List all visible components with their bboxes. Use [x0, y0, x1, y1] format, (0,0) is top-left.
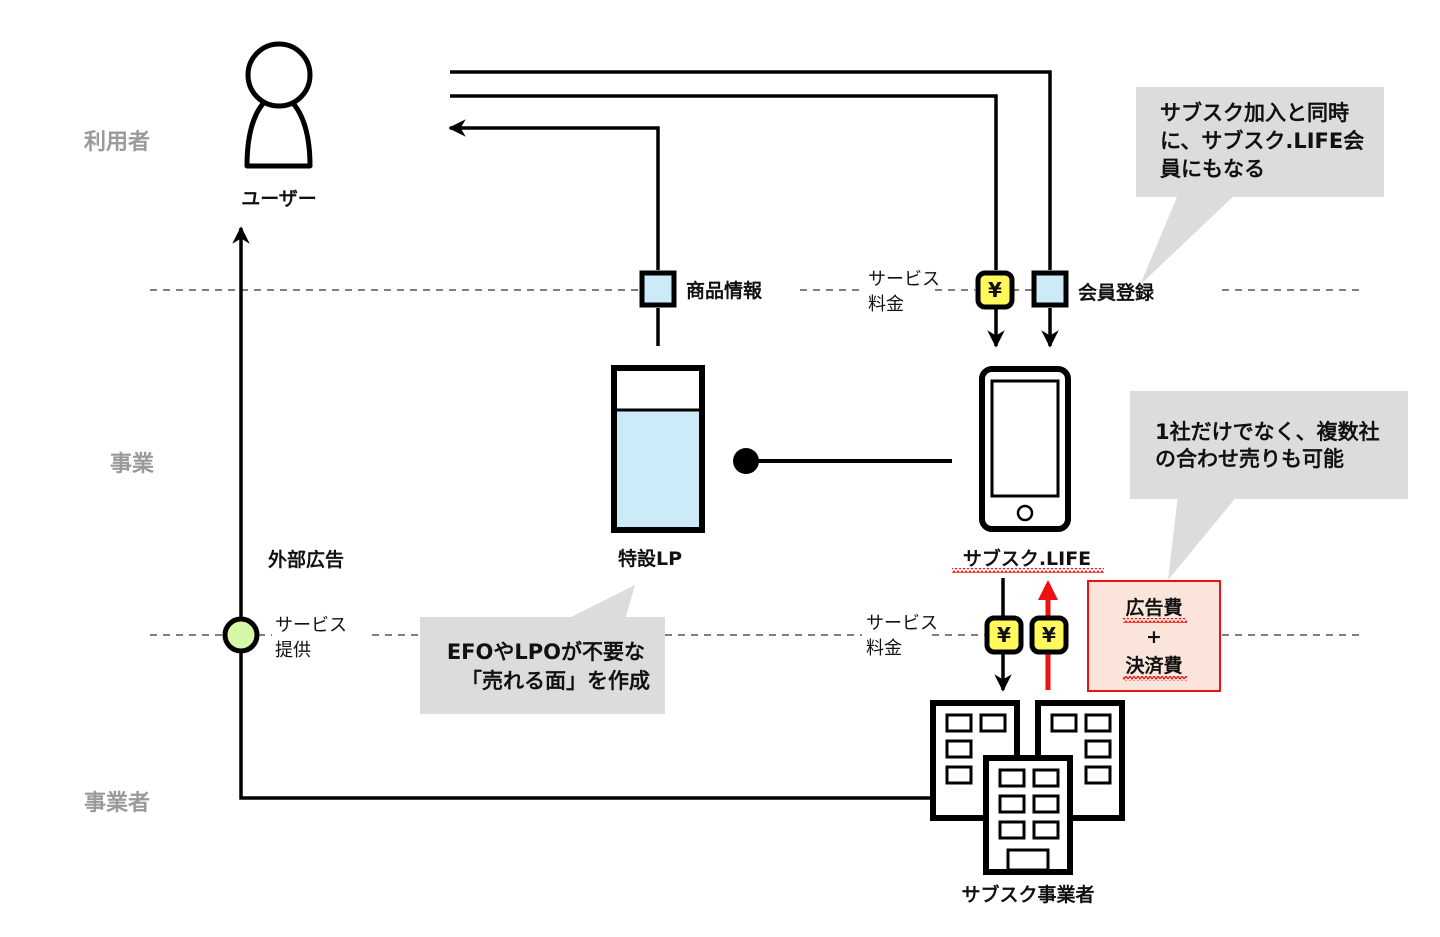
fee-plus: +	[1146, 626, 1162, 648]
registration-marker-icon	[1031, 270, 1069, 308]
yen-marker-bottom-left-icon: ¥	[984, 615, 1024, 655]
fee-payment-cost: 決済費	[1125, 654, 1182, 677]
fee-ad-cost: 広告費	[1125, 596, 1182, 619]
service-provide-line	[239, 652, 932, 800]
landing-page-label: 特設LP	[618, 547, 682, 570]
product-info-marker-icon	[639, 270, 677, 308]
smartphone-icon	[979, 366, 1071, 532]
service-fee-bottom-label-2: 料金	[866, 638, 902, 659]
yen-marker-icon: ¥	[975, 270, 1015, 310]
yen-marker-bottom-right-icon: ¥	[1029, 615, 1069, 655]
callout-membership: サブスク加入と同時 に、サブスク.LIFE会 員にもなる	[1136, 87, 1384, 285]
svg-text:「売れる面」を作成: 「売れる面」を作成	[461, 669, 650, 693]
subsc-life-label: サブスク.LIFE	[963, 547, 1091, 570]
user-label: ユーザー	[241, 188, 317, 210]
product-info-flow-line	[448, 119, 660, 270]
operators-label: サブスク事業者	[961, 883, 1094, 906]
registration-flow-line	[450, 70, 1052, 270]
payment-flow-line	[450, 94, 998, 270]
svg-text:¥: ¥	[1042, 623, 1056, 647]
lane-label-business: 事業	[110, 451, 155, 477]
svg-text:の合わせ売りも可能: の合わせ売りも可能	[1155, 447, 1344, 471]
lane-label-user: 利用者	[84, 130, 150, 155]
service-provide-node-icon	[222, 616, 260, 654]
service-fee-bottom-label-1: サービス	[866, 613, 938, 634]
svg-text:員にもなる: 員にもなる	[1159, 157, 1265, 181]
lp-subsc-connector	[733, 448, 952, 474]
svg-text:¥: ¥	[988, 278, 1002, 302]
member-registration-label: 会員登録	[1078, 281, 1155, 304]
user-icon	[244, 41, 313, 169]
svg-text:¥: ¥	[997, 623, 1011, 647]
service-provide-label-2: 提供	[275, 640, 311, 661]
product-info-label: 商品情報	[686, 279, 763, 302]
svg-text:に、サブスク.LIFE会: に、サブスク.LIFE会	[1160, 129, 1364, 153]
external-ads-label: 外部広告	[268, 548, 344, 571]
svg-text:EFOやLPOが不要な: EFOやLPOが不要な	[447, 640, 645, 664]
svg-text:サブスク加入と同時: サブスク加入と同時	[1160, 101, 1349, 125]
service-provide-label-1: サービス	[275, 615, 347, 636]
buildings-icon	[930, 700, 1125, 875]
spellcheck-underline	[952, 568, 1104, 573]
fee-box: 広告費 + 決済費	[1087, 580, 1221, 692]
landing-page-icon	[611, 365, 705, 533]
service-fee-top-label-1: サービス	[868, 269, 940, 290]
service-fee-top-label-2: 料金	[868, 294, 904, 315]
callout-multi-company: 1社だけでなく、複数社 の合わせ売りも可能	[1130, 391, 1408, 580]
svg-text:1社だけでなく、複数社: 1社だけでなく、複数社	[1155, 420, 1380, 444]
lane-label-operator: 事業者	[84, 790, 150, 816]
callout-landing-page: EFOやLPOが不要な 「売れる面」を作成	[420, 585, 665, 714]
